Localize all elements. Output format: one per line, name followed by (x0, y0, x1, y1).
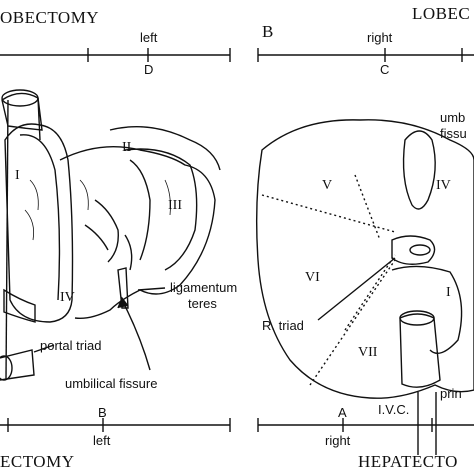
ligamentum-teres (117, 267, 129, 309)
bracket-bottom-right-letter: A (338, 405, 347, 420)
segment-left-IV: IV (60, 290, 75, 305)
liver-left-outer (4, 123, 74, 323)
ivc-tube-right (399, 313, 441, 388)
bracket-top-right-letter: C (380, 62, 390, 77)
segment-right-V: V (322, 178, 333, 193)
title-bottom-right: HEPATECTO (358, 452, 458, 471)
segment-left-III: III (168, 198, 182, 213)
title-top-right: LOBEC (412, 4, 471, 23)
segment-right-VI: VI (305, 270, 320, 285)
bracket-top-right-word: right (367, 30, 393, 45)
label-portal-triad: portal triad (40, 338, 102, 353)
segment-right-I: I (446, 285, 451, 300)
segment-right-IV: IV (436, 178, 451, 193)
label-teres: teres (188, 296, 217, 311)
portal-triad-center (391, 235, 436, 265)
liver-left-body (59, 146, 216, 320)
ivc-tube-top (1, 92, 43, 131)
label-fissu: fissu (440, 126, 467, 141)
liver-right-outline (255, 119, 474, 399)
bracket-top-left-letter: D (144, 62, 154, 77)
portal-triad-tube (3, 288, 36, 323)
bracket-top-left-word: left (140, 30, 158, 45)
title-bottom-left: ECTOMY (0, 452, 75, 471)
segment-left-II: II (122, 140, 132, 155)
label-umb: umb (440, 110, 466, 125)
panel-b-label: B (262, 22, 274, 41)
bracket-bottom-left-word: left (93, 433, 111, 448)
title-top-left: OBECTOMY (0, 8, 100, 27)
label-ligamentum: ligamentum (170, 280, 238, 295)
bracket-bottom-right-word: right (325, 433, 351, 448)
segment-left-I: I (15, 168, 20, 183)
label-r-triad: R. triad (262, 318, 304, 333)
gallbladder (402, 130, 436, 210)
label-prin: prin (440, 386, 462, 401)
umbilical-fissure-arrow (121, 299, 151, 371)
segment-right-VII: VII (358, 345, 378, 360)
label-umbilical-fissure: umbilical fissure (65, 376, 158, 391)
bracket-bottom-left-letter: B (98, 405, 107, 420)
label-ivc: I.V.C. (378, 402, 410, 417)
